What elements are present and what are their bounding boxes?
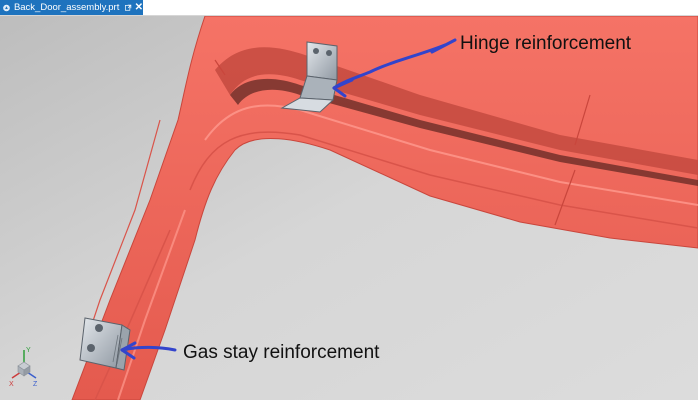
hinge-reinforcement-part[interactable] [280,41,338,113]
hinge-reinforcement-label: Hinge reinforcement [460,33,632,54]
gas-stay-reinforcement-label: Gas stay reinforcement [183,342,380,363]
gas-stay-reinforcement-part[interactable] [79,317,131,371]
model-canvas [0,16,698,400]
part-file-icon [3,4,10,11]
gas-stay-annotation-arrow [120,341,177,360]
document-tab-title: Back_Door_assembly.prt [13,2,120,13]
document-tab-bar: Back_Door_assembly.prt ✕ [0,0,698,16]
hinge-annotation-arrow [332,38,457,98]
back-door-frame[interactable] [71,16,698,400]
document-tab[interactable]: Back_Door_assembly.prt ✕ [0,0,143,15]
triad-y-label: Y [26,347,31,354]
popout-icon[interactable] [125,3,132,12]
triad-z-label: Z [33,381,38,388]
close-tab-icon[interactable]: ✕ [134,1,143,13]
triad-x-label: X [9,381,14,388]
coordinate-triad-icon[interactable]: Y X Z [8,344,40,388]
graphics-viewport[interactable]: Hinge reinforcement Gas stay reinforceme… [0,16,698,400]
